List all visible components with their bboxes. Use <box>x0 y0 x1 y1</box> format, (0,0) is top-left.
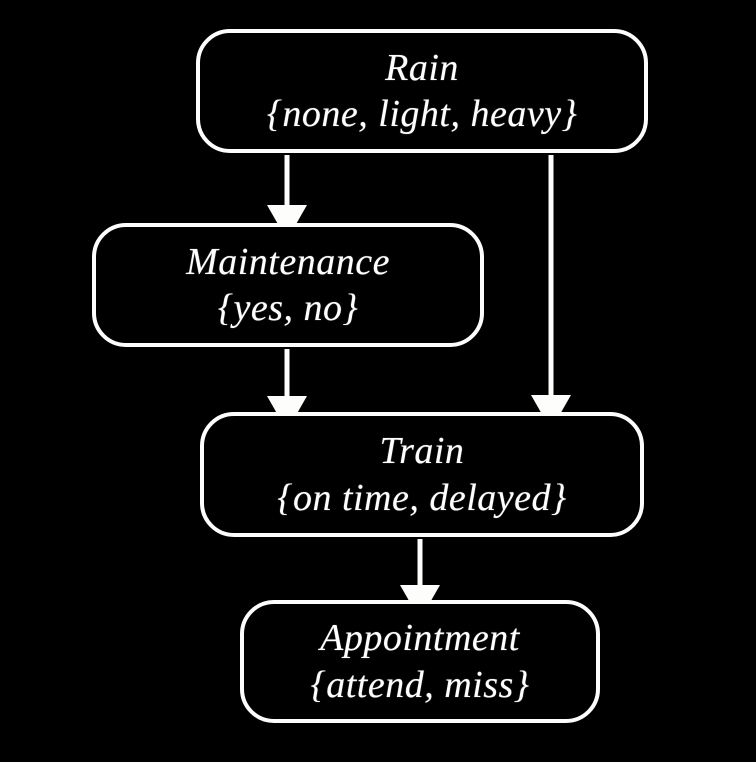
node-train-states: {on time, delayed} <box>277 476 567 519</box>
node-maintenance-states: {yes, no} <box>217 287 359 329</box>
node-rain[interactable]: Rain {none, light, heavy} <box>196 29 648 153</box>
node-rain-label: Rain <box>385 46 459 89</box>
node-appointment[interactable]: Appointment {attend, miss} <box>240 600 600 723</box>
node-rain-states: {none, light, heavy} <box>266 93 578 135</box>
node-appointment-states: {attend, miss} <box>310 663 530 706</box>
node-train-label: Train <box>379 430 465 473</box>
node-train[interactable]: Train {on time, delayed} <box>200 412 644 537</box>
node-maintenance[interactable]: Maintenance {yes, no} <box>92 223 484 347</box>
node-maintenance-label: Maintenance <box>186 240 390 283</box>
node-appointment-label: Appointment <box>320 617 520 660</box>
